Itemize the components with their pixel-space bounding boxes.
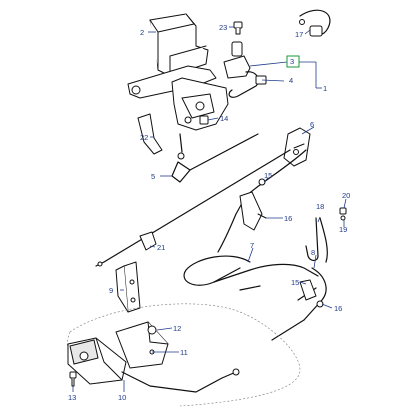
callout-10[interactable]: 10	[118, 393, 126, 402]
callout-20[interactable]: 20	[342, 191, 350, 200]
handbrake-lever-assembly[interactable]	[127, 65, 229, 131]
callout-11[interactable]: 11	[180, 348, 188, 357]
screw-23-part[interactable]	[233, 21, 243, 35]
callout-16-upper[interactable]: 16	[284, 214, 292, 223]
callout-3-highlight-box	[286, 55, 300, 68]
callout-2[interactable]: 2	[140, 28, 144, 37]
equaliser-6-part[interactable]	[283, 127, 311, 167]
callout-16-lower[interactable]: 16	[334, 304, 342, 313]
harness-connector-17-part[interactable]	[299, 9, 331, 37]
warning-switch-part[interactable]	[223, 41, 267, 98]
callout-22[interactable]: 22	[140, 133, 148, 142]
rear-cable-left[interactable]	[95, 149, 291, 267]
callout-6[interactable]: 6	[310, 120, 314, 129]
callout-15-upper[interactable]: 15	[264, 171, 272, 180]
bracket-22-part[interactable]	[137, 113, 163, 155]
callout-12[interactable]: 12	[173, 324, 181, 333]
callout-8[interactable]: 8	[311, 248, 315, 257]
bolt-14-part[interactable]	[199, 115, 209, 125]
callout-5[interactable]: 5	[151, 172, 155, 181]
clip-21-part[interactable]	[139, 231, 157, 251]
callout-19[interactable]: 19	[339, 225, 347, 234]
nut-12-part[interactable]	[147, 325, 157, 335]
callout-13[interactable]: 13	[68, 393, 76, 402]
mounting-bracket-upper[interactable]	[239, 178, 267, 231]
mounting-bracket-lower[interactable]	[299, 279, 324, 308]
leader-lines	[72, 26, 347, 392]
callout-9[interactable]: 9	[109, 286, 113, 295]
actuator-motor-10-part[interactable]	[67, 337, 240, 393]
callout-17[interactable]: 17	[295, 30, 303, 39]
callout-18[interactable]: 18	[316, 202, 324, 211]
callout-7[interactable]: 7	[250, 241, 254, 250]
callout-14[interactable]: 14	[220, 114, 228, 123]
callout-23[interactable]: 23	[219, 23, 227, 32]
callout-labels: 2 23 17 3 1 4 22 14 5 6 15 16 7 18 19 20…	[68, 23, 350, 402]
callout-15-lower[interactable]: 15	[291, 278, 299, 287]
fastener-19-20-part[interactable]	[339, 207, 347, 221]
callout-4[interactable]: 4	[289, 76, 293, 85]
cable-7-part[interactable]	[183, 255, 319, 291]
callout-1[interactable]: 1	[323, 84, 327, 93]
spring-18-part[interactable]	[305, 217, 328, 263]
callout-21[interactable]: 21	[157, 243, 165, 252]
bracket-9-part[interactable]	[115, 261, 141, 313]
bolt-13-part[interactable]	[69, 371, 77, 387]
front-cable-5-part[interactable]	[171, 133, 259, 183]
lever-housing-part[interactable]	[149, 13, 209, 77]
callout-3[interactable]: 3	[290, 57, 294, 66]
